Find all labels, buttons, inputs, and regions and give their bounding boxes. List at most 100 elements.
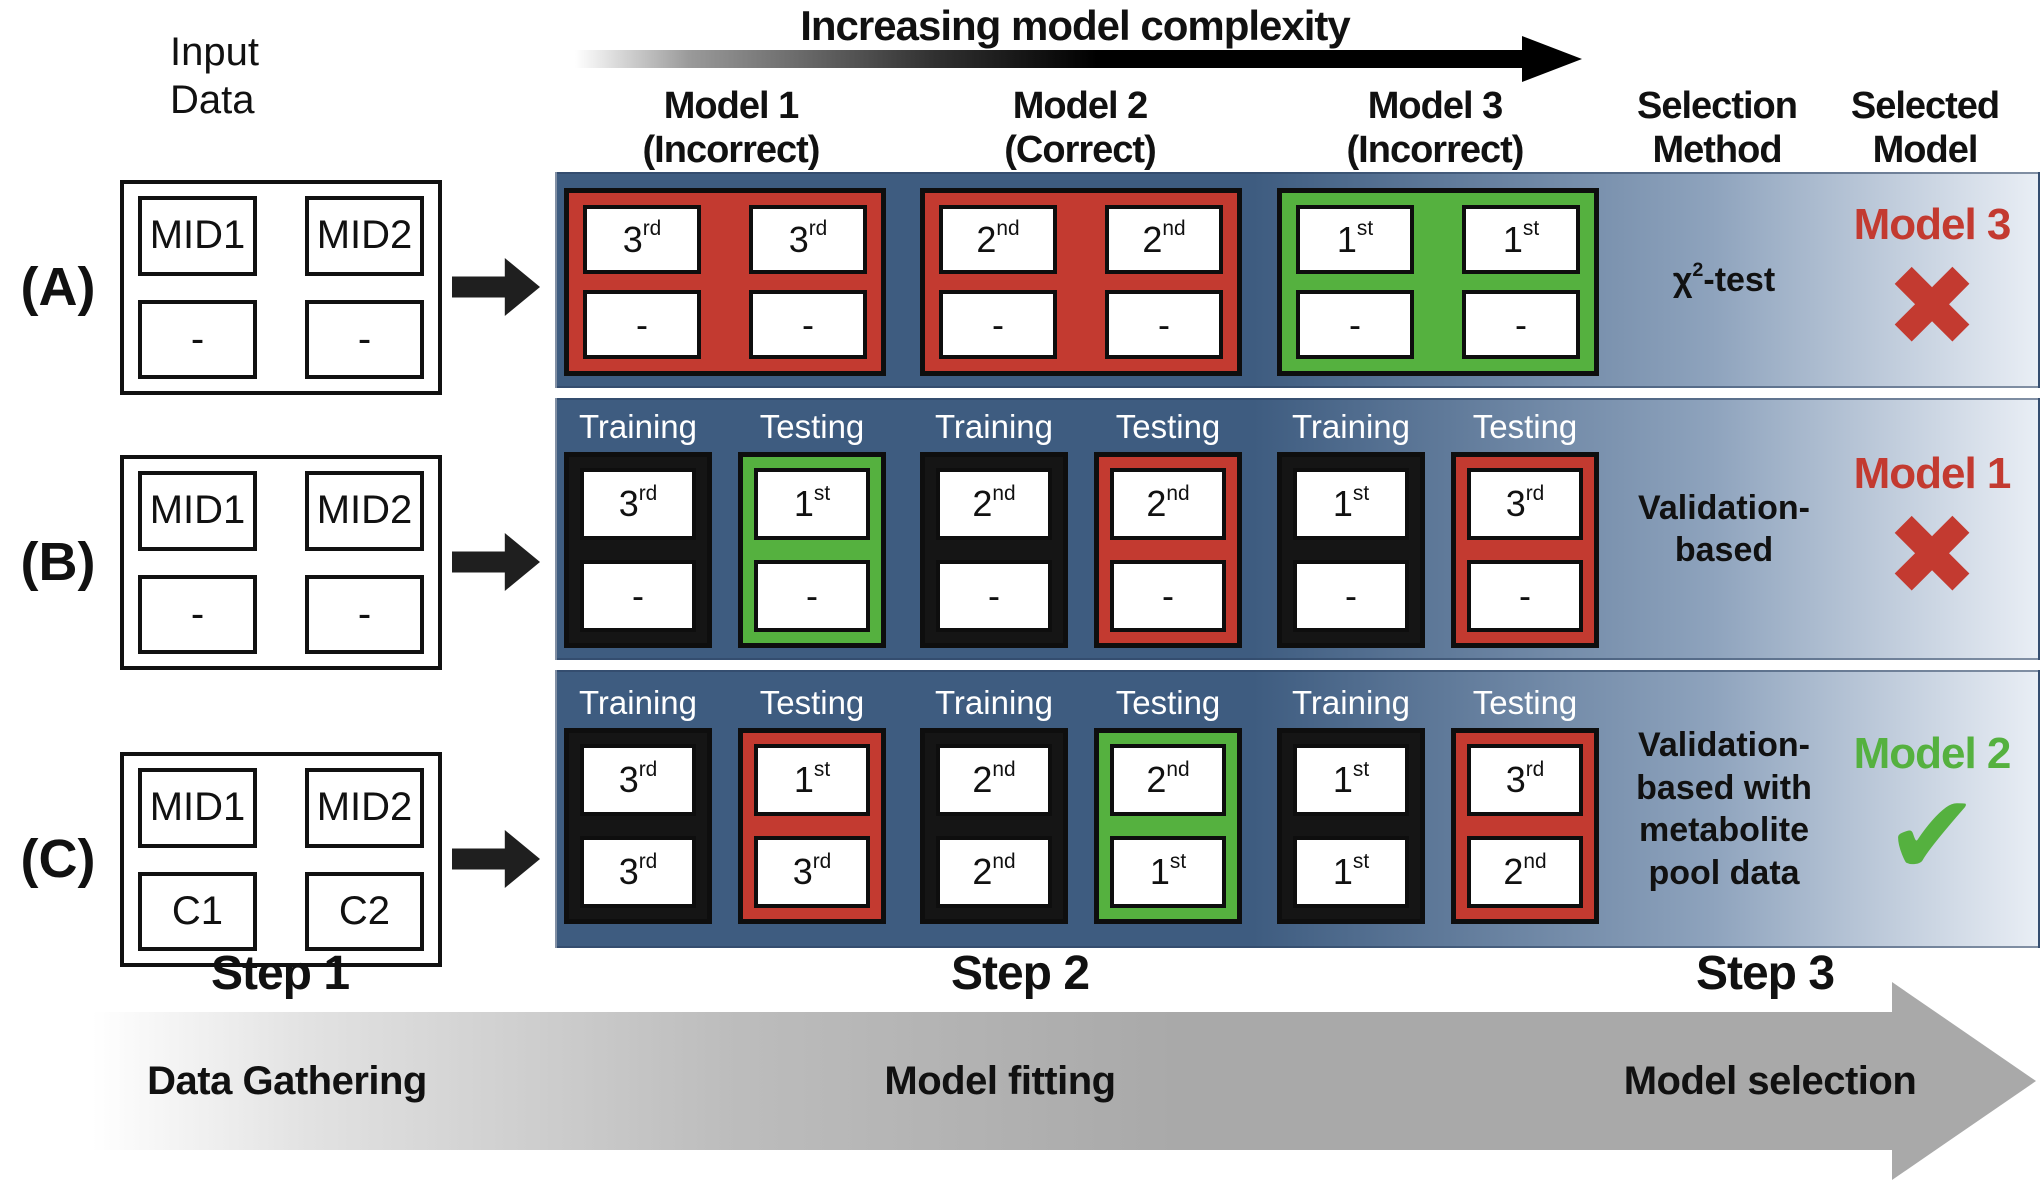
- complexity-arrow-head-icon: [1522, 36, 1582, 82]
- input-cell: MID1: [138, 196, 257, 276]
- input-cell: -: [305, 299, 424, 379]
- input-cell: MID2: [305, 471, 424, 551]
- input-cell: MID2: [305, 196, 424, 276]
- selection-method-validation: Validation- based: [1638, 488, 1810, 570]
- testing-label: Testing: [1472, 408, 1578, 445]
- column-header-model-3: Model 3 (Incorrect): [1346, 85, 1525, 171]
- row-b-label: (B): [20, 532, 96, 592]
- testing-label: Testing: [1472, 684, 1578, 721]
- rank-cell: -: [754, 560, 870, 632]
- rank-cell: -: [1110, 560, 1226, 632]
- input-cell: -: [305, 574, 424, 654]
- step-3-label: Step 3: [1695, 947, 1835, 1000]
- rank-cell: -: [580, 560, 696, 632]
- selected-model-name: Model 3: [1853, 199, 2012, 249]
- column-header-model-2: Model 2 (Correct): [1004, 85, 1156, 171]
- input-cell: C2: [305, 871, 424, 951]
- testing-label: Testing: [759, 684, 865, 721]
- selected-model-name: Model 2: [1853, 728, 2012, 778]
- rank-cell: -: [936, 560, 1052, 632]
- step-1-label: Step 1: [210, 947, 350, 1000]
- complexity-axis-title: Increasing model complexity: [800, 2, 1351, 49]
- cross-mark-icon: ✖: [1885, 492, 1979, 618]
- training-label: Training: [935, 684, 1053, 721]
- input-cell: -: [138, 574, 257, 654]
- training-label: Training: [1292, 684, 1410, 721]
- rank-cell: -: [1296, 290, 1414, 359]
- input-cell: C1: [138, 871, 257, 951]
- phase-data-gathering: Data Gathering: [147, 1058, 427, 1103]
- row-a-label: (A): [20, 257, 96, 317]
- right-arrow-icon: [452, 533, 540, 591]
- column-header-selected-model: Selected Model: [1850, 85, 2000, 171]
- rank-cell: -: [583, 290, 701, 359]
- testing-label: Testing: [1115, 408, 1221, 445]
- rank-cell: -: [1293, 560, 1409, 632]
- selected-model-a: Model 3 ✖: [1802, 174, 2040, 386]
- process-arrow-shaft: [92, 1012, 1896, 1150]
- input-cell: MID1: [138, 768, 257, 848]
- training-label: Training: [935, 408, 1053, 445]
- complexity-arrow-shaft: [575, 50, 1525, 68]
- cross-mark-icon: ✖: [1885, 243, 1979, 369]
- selection-method-validation-pool: Validation- based with metabolite pool d…: [1636, 726, 1812, 892]
- phase-model-fitting: Model fitting: [884, 1058, 1116, 1103]
- input-cell: -: [138, 299, 257, 379]
- check-mark-icon: ✔: [1885, 772, 1979, 898]
- input-data-box-a: MID1 MID2 - -: [120, 180, 442, 395]
- training-label: Training: [1292, 408, 1410, 445]
- rank-cell: -: [1105, 290, 1223, 359]
- rank-cell: -: [749, 290, 867, 359]
- rank-cell: -: [1467, 560, 1583, 632]
- input-cell: MID1: [138, 471, 257, 551]
- right-arrow-icon: [452, 258, 540, 316]
- rank-cell: -: [939, 290, 1057, 359]
- testing-label: Testing: [1115, 684, 1221, 721]
- column-header-model-1: Model 1 (Incorrect): [642, 85, 821, 171]
- column-header-selection-method: Selection Method: [1637, 85, 1798, 171]
